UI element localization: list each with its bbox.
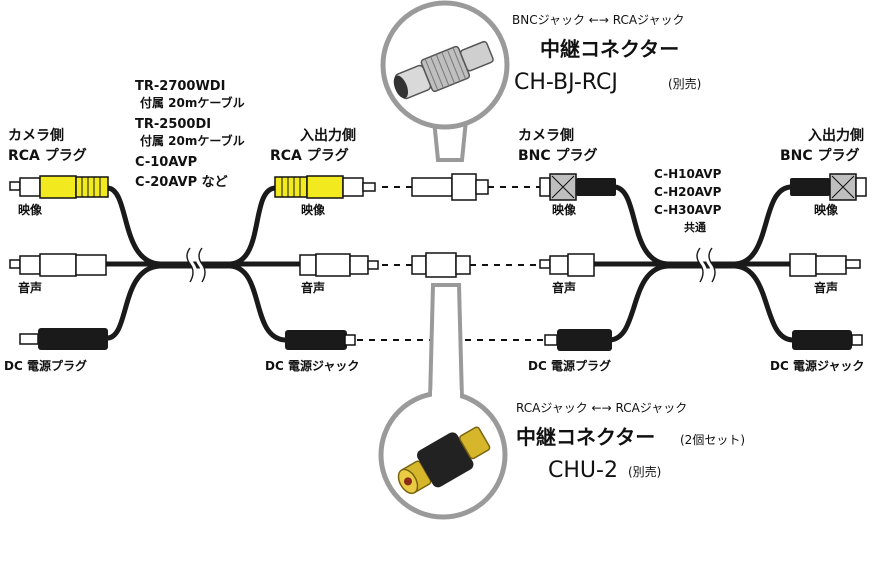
left-camera-video-label: 映像 — [18, 203, 43, 217]
left-io-video-rca-plug — [274, 175, 376, 199]
right-camera-audio-label: 音声 — [552, 281, 577, 295]
right-io-audio-label: 音声 — [814, 281, 839, 295]
cable-model-4: C-20AVP など — [135, 175, 228, 190]
bottom-connector-name: 中継コネクター — [516, 425, 656, 449]
right-camera-dc-plug — [544, 329, 612, 351]
bottom-connector-qty: (2個セット) — [680, 433, 745, 447]
right-model-1: C-H10AVP — [654, 167, 722, 181]
right-dc-plug-label: DC 電源プラグ — [528, 359, 611, 373]
dashed-links — [357, 186, 545, 341]
cable-model-1-note: 付属 20mケーブル — [140, 96, 245, 110]
cable-model-2-note: 付属 20mケーブル — [140, 134, 245, 148]
left-camera-audio-rca-plug — [9, 253, 107, 277]
right-camera-side-label: カメラ側 — [518, 128, 574, 144]
right-io-video-bnc-plug — [790, 173, 867, 201]
right-io-dc-jack — [792, 330, 863, 350]
inline-rca-rca-connector — [411, 252, 471, 278]
left-dc-plug-label: DC 電源プラグ — [4, 359, 87, 373]
right-dc-jack-label: DC 電源ジャック — [770, 359, 865, 373]
left-io-dc-jack — [285, 330, 356, 350]
bottom-connector-model: CHU-2 — [548, 458, 618, 483]
right-io-audio-rca-plug — [789, 253, 861, 277]
callout-bottom — [378, 283, 508, 520]
callout-top — [380, 0, 510, 162]
top-connector-note: (別売) — [668, 77, 702, 91]
right-model-2: C-H20AVP — [654, 185, 722, 199]
inline-bnc-rca-connector — [411, 173, 489, 201]
right-model-3: C-H30AVP — [654, 203, 722, 217]
left-io-plug-label: RCA プラグ — [270, 148, 349, 164]
cable-model-1: TR-2700WDI — [135, 79, 226, 94]
cable-model-3: C-10AVP — [135, 155, 198, 170]
left-camera-video-rca-plug — [9, 175, 109, 199]
top-connector-name: 中継コネクター — [540, 37, 680, 61]
left-dc-jack-label: DC 電源ジャック — [265, 359, 360, 373]
right-io-video-label: 映像 — [814, 203, 839, 217]
left-io-audio-rca-plug — [299, 253, 379, 277]
left-io-audio-label: 音声 — [301, 281, 326, 295]
left-cable-bundle — [72, 185, 303, 343]
left-camera-plug-label: RCA プラグ — [8, 148, 87, 164]
left-cable-break — [187, 246, 205, 284]
right-io-side-label: 入出力側 — [808, 128, 864, 144]
right-camera-plug-label: BNC プラグ — [518, 148, 598, 164]
right-camera-audio-rca-plug — [539, 253, 595, 277]
bottom-connector-type: RCAジャック ←→ RCAジャック — [516, 401, 688, 415]
right-model-common: 共通 — [684, 221, 706, 234]
top-connector-type: BNCジャック ←→ RCAジャック — [512, 13, 685, 27]
bottom-connector-note: (別売) — [628, 465, 662, 479]
left-camera-dc-plug — [19, 328, 108, 350]
left-camera-side-label: カメラ側 — [8, 128, 64, 144]
left-io-side-label: 入出力側 — [300, 128, 356, 144]
top-connector-model: CH-BJ-RCJ — [514, 70, 618, 95]
right-io-plug-label: BNC プラグ — [780, 148, 860, 164]
cable-model-2: TR-2500DI — [135, 117, 212, 132]
right-camera-video-label: 映像 — [552, 203, 577, 217]
right-camera-video-bnc-plug — [539, 173, 616, 201]
left-io-video-label: 映像 — [301, 203, 326, 217]
left-camera-audio-label: 音声 — [18, 281, 43, 295]
